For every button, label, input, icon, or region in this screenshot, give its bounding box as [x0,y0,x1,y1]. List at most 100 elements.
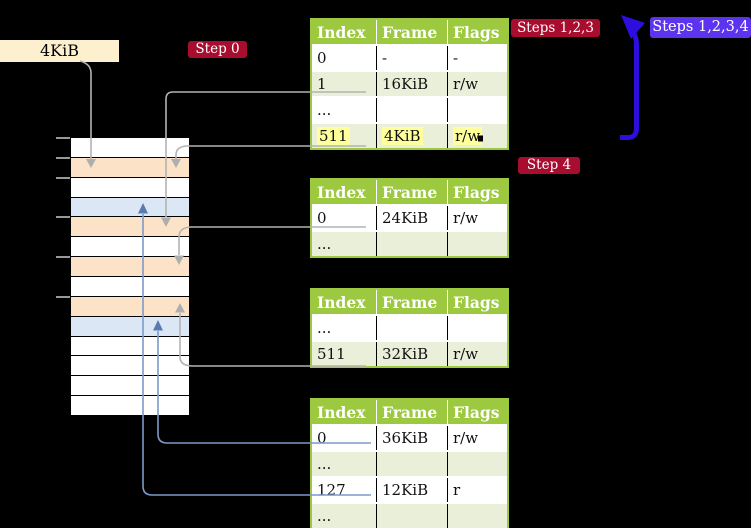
table-cell [376,503,448,528]
table-row: 511 4KiB r/w [312,123,507,148]
memory-frame-row-6 [71,237,189,258]
memory-frame-row-10 [71,316,189,337]
column-header: Index [312,290,377,316]
table-cell: 36KiB [376,425,448,452]
column-header: Flags [447,180,507,206]
table-row: ... [312,503,507,528]
table-cell: ... [312,503,377,528]
steps123-badge: Steps 1,2,3 [511,19,600,37]
memory-tick [56,256,70,258]
table-cell: 1 [312,71,377,98]
memory-frame-row-5 [71,217,189,238]
column-header: Flags [447,20,507,46]
table-cell: 4KiB [376,123,448,148]
table-cell: r [447,477,507,504]
memory-tick [56,157,70,159]
steps-loop-arrow [620,27,639,140]
memory-frame-row-13 [71,376,189,397]
table-row: ... [312,97,507,124]
memory-tick [56,177,70,179]
page-size-label: 4KiB [0,40,119,62]
highlighted-value: 4KiB [382,127,423,145]
memory-frame-row-1 [71,138,189,158]
table-cell: 32KiB [376,341,448,366]
table-cell [376,315,448,342]
table-cell: 127 [312,477,377,504]
column-header: Index [312,180,377,206]
steps-loop-arrowhead [621,15,645,39]
memory-frame-row-9 [71,296,189,317]
table-cell [376,451,448,478]
column-header: Frame [376,20,448,46]
table-cell [447,231,507,256]
table-cell: - [447,45,507,72]
memory-frame-row-2 [71,157,189,178]
column-header: Flags [447,290,507,316]
table-cell [447,315,507,342]
table-cell: ... [312,97,377,124]
table-cell: 16KiB [376,71,448,98]
memory-frame-row-7 [71,257,189,278]
table-cell: ... [312,451,377,478]
column-header: Frame [376,290,448,316]
table-cell: 511 [312,123,377,148]
column-header: Index [312,20,377,46]
table-cell [447,451,507,478]
column-header: Index [312,400,377,426]
table-cell: 511 [312,341,377,366]
highlighted-value: 511 [317,127,350,145]
table-cell: 12KiB [376,477,448,504]
memory-frame-row-4 [71,197,189,218]
step4-badge: Step 4 [518,157,580,174]
table-cell: 0 [312,425,377,452]
table-cell: 0 [312,45,377,72]
table-cell [376,231,448,256]
memory-frame-row-8 [71,277,189,297]
table-cell: r/w [447,71,507,98]
table-cell: ... [312,315,377,342]
table-row: ... [312,231,507,256]
table-row: ... [312,315,507,342]
table-row: 0-- [312,45,507,72]
table-cell: r/w [447,425,507,452]
table-row: ... [312,451,507,478]
memory-frame-row-3 [71,177,189,198]
table-cell: ... [312,231,377,256]
memory-frame-row-12 [71,356,189,377]
table-cell: - [376,45,448,72]
steps1234-badge: Steps 1,2,3,4 [650,17,751,38]
memory-tick [56,137,70,139]
table-cell: 0 [312,205,377,232]
table-cell: 24KiB [376,205,448,232]
memory-frame-row-14 [71,396,189,416]
table-cell: r/w [447,341,507,366]
table-cell [447,503,507,528]
memory-frame-row-11 [71,336,189,357]
column-header: Flags [447,400,507,426]
step0-badge: Step 0 [188,41,247,58]
column-header: Frame [376,180,448,206]
table-cell [447,97,507,124]
table-cell: r/w [447,123,507,148]
column-header: Frame [376,400,448,426]
memory-tick [56,216,70,218]
table-cell [376,97,448,124]
table-cell: r/w [447,205,507,232]
